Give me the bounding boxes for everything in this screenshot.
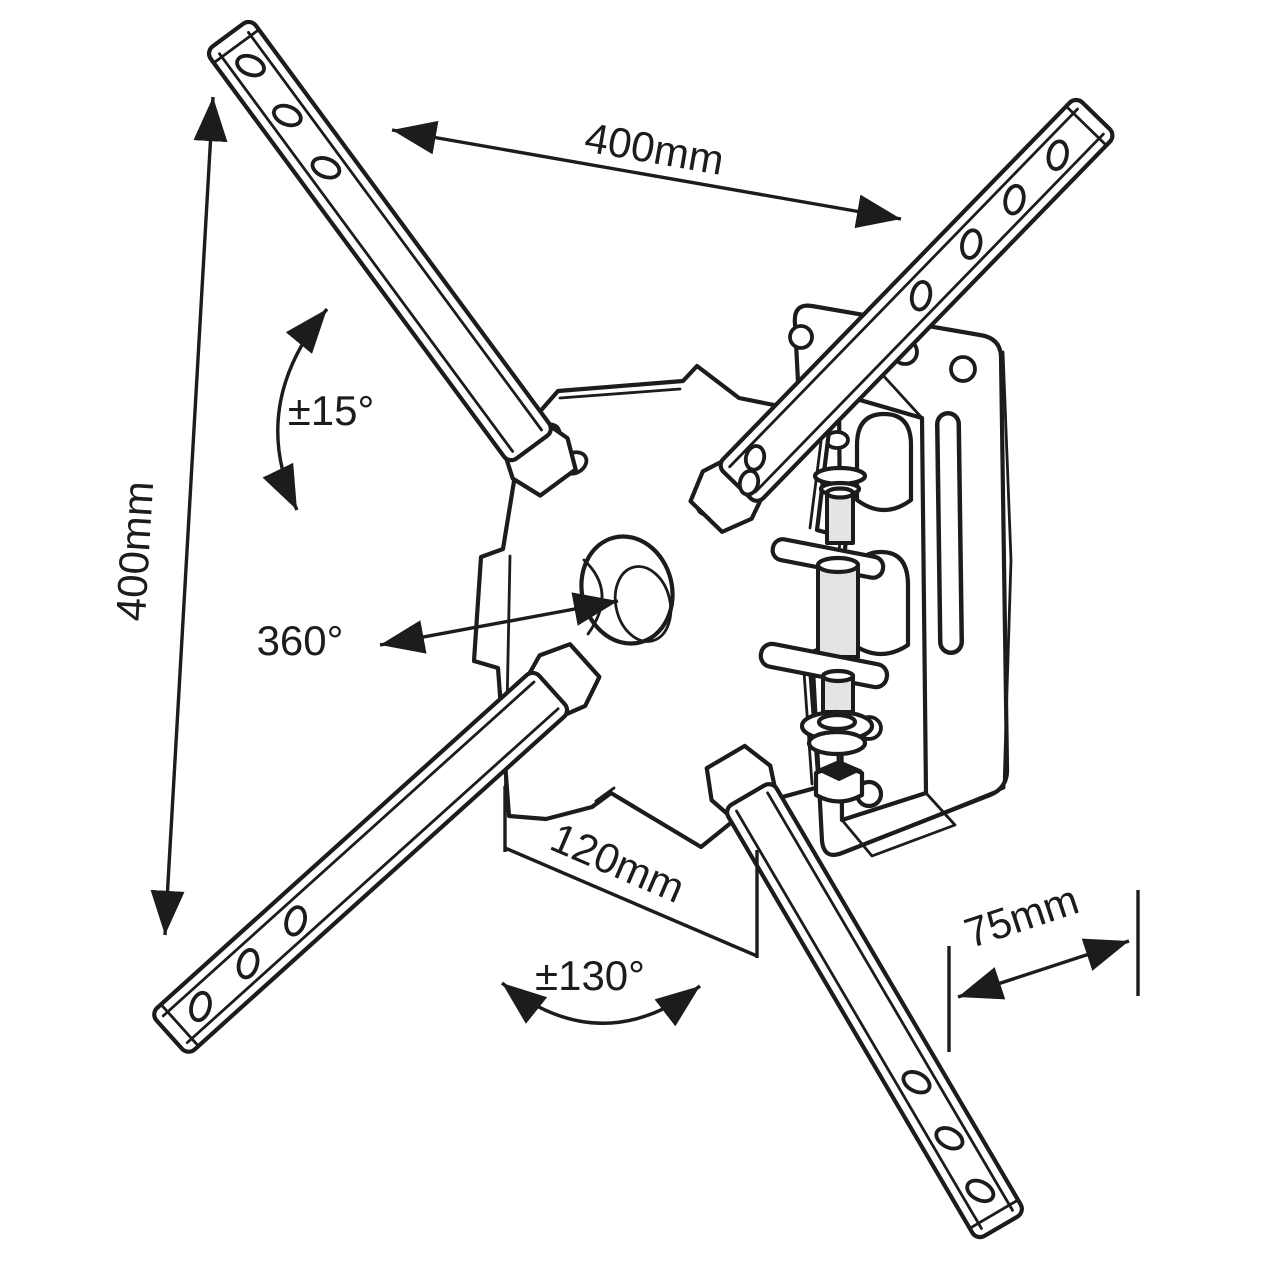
dim-tilt-label: ±15° bbox=[288, 387, 375, 434]
pivot-stack bbox=[758, 465, 890, 809]
arm-hole bbox=[272, 103, 303, 128]
dim-wall-offset-label: 75mm bbox=[959, 876, 1085, 957]
bracket-window bbox=[854, 411, 914, 513]
dim-top-width: 400mm bbox=[391, 114, 902, 229]
arm-hole bbox=[909, 280, 933, 312]
arm-hole bbox=[934, 1126, 965, 1151]
arm-end-ring bbox=[743, 444, 767, 472]
arm-hole bbox=[284, 905, 307, 937]
hex-nut-top bbox=[815, 759, 863, 782]
wall-plate-hole bbox=[949, 355, 977, 383]
dim-pan-range: ±130° bbox=[500, 952, 702, 1027]
top-right-arm bbox=[688, 97, 1115, 534]
dim-rotation: 360° bbox=[257, 592, 619, 664]
arm-hole bbox=[235, 53, 266, 78]
arm-hole bbox=[236, 948, 260, 980]
spacer bbox=[825, 491, 855, 545]
top-left-arm bbox=[206, 19, 578, 498]
dim-top-width-label: 400mm bbox=[581, 114, 727, 184]
washer bbox=[816, 712, 858, 732]
dim-left-height: 400mm bbox=[107, 96, 228, 936]
arm-hole bbox=[1003, 183, 1026, 216]
arm-hole bbox=[310, 156, 342, 180]
dim-wall-offset: 75mm bbox=[947, 876, 1140, 1052]
bottom-left-arm bbox=[152, 642, 602, 1054]
bottom-right-arm bbox=[704, 743, 1024, 1240]
wall-plate-hole bbox=[788, 324, 814, 350]
dim-tilt-range: ±15° bbox=[262, 307, 375, 511]
dim-rotation-label: 360° bbox=[257, 617, 344, 664]
spacer bbox=[816, 563, 860, 659]
arm-hole bbox=[901, 1070, 932, 1095]
dim-pan-label: ±130° bbox=[535, 952, 645, 999]
washer bbox=[806, 729, 868, 757]
arm-hole bbox=[960, 228, 983, 260]
arm-hole bbox=[189, 990, 212, 1023]
arm-hole bbox=[965, 1178, 996, 1204]
arm-hole bbox=[1046, 139, 1069, 171]
dim-left-height-label: 400mm bbox=[107, 480, 162, 623]
